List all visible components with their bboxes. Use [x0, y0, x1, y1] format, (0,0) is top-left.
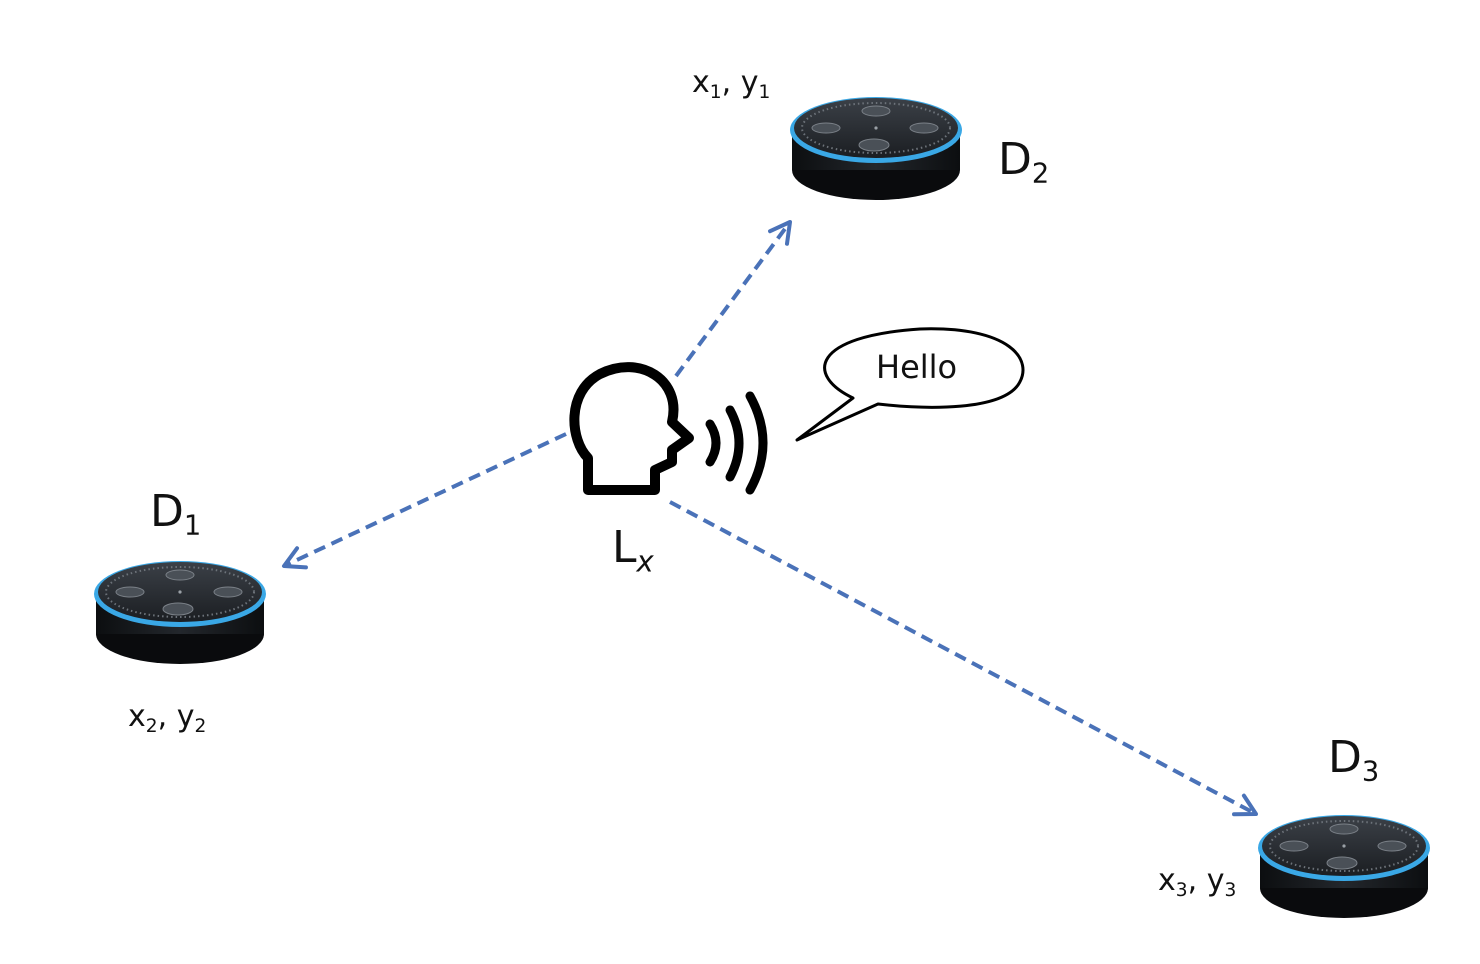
device-2-label: D2: [998, 138, 1049, 188]
arrow-to-d1: [283, 432, 567, 568]
device-1-coords: x2, y2: [128, 702, 206, 737]
device-1-y-sub: 2: [194, 715, 207, 737]
speaker-label-main: L: [612, 522, 637, 573]
device-1-x-sub: 2: [145, 715, 158, 737]
device-2-coords: x1, y1: [692, 68, 770, 103]
device-3-y-sub: 3: [1224, 879, 1237, 901]
device-3-subscript: 3: [1361, 756, 1380, 788]
device-2-x: x: [692, 65, 710, 100]
device-3-name: D: [1328, 732, 1362, 783]
speaking-head-icon: [569, 362, 768, 495]
speaker-label-sub: x: [636, 544, 654, 579]
signal-arrows: [282, 220, 1258, 817]
device-2-name: D: [998, 134, 1032, 185]
arrow-to-d1-head: [282, 546, 308, 570]
arrow-to-d3-head: [1232, 793, 1258, 817]
arrow-to-d2: [674, 220, 792, 378]
device-1-label: D1: [150, 490, 201, 540]
device-3-sep: ,: [1187, 863, 1207, 898]
smart-speaker-icon: [1257, 814, 1431, 919]
device-1-y: y: [176, 699, 195, 734]
device-2-sep: ,: [721, 65, 741, 100]
arrow-to-d3: [669, 500, 1257, 816]
device-1-name: D: [150, 486, 184, 537]
device-2-subscript: 2: [1031, 158, 1050, 190]
device-3-y: y: [1206, 863, 1225, 898]
device-3-x: x: [1158, 863, 1176, 898]
speaker-label: Lx: [612, 526, 654, 576]
device-3-x-sub: 3: [1175, 879, 1188, 901]
device-2-x-sub: 1: [709, 81, 722, 103]
smart-speaker-icon: [789, 96, 963, 201]
device-3-coords: x3, y3: [1158, 866, 1236, 901]
speech-bubble-text: Hello: [876, 348, 958, 386]
device-1-x: x: [128, 699, 146, 734]
arrow-to-d2-head: [768, 220, 792, 246]
device-2-y-sub: 1: [758, 81, 771, 103]
speech-bubble: [795, 327, 1025, 442]
device-1-sep: ,: [157, 699, 177, 734]
smart-speaker-icon: [93, 560, 267, 665]
device-1-subscript: 1: [183, 510, 202, 542]
device-3-label: D3: [1328, 736, 1379, 786]
device-2-y: y: [740, 65, 759, 100]
